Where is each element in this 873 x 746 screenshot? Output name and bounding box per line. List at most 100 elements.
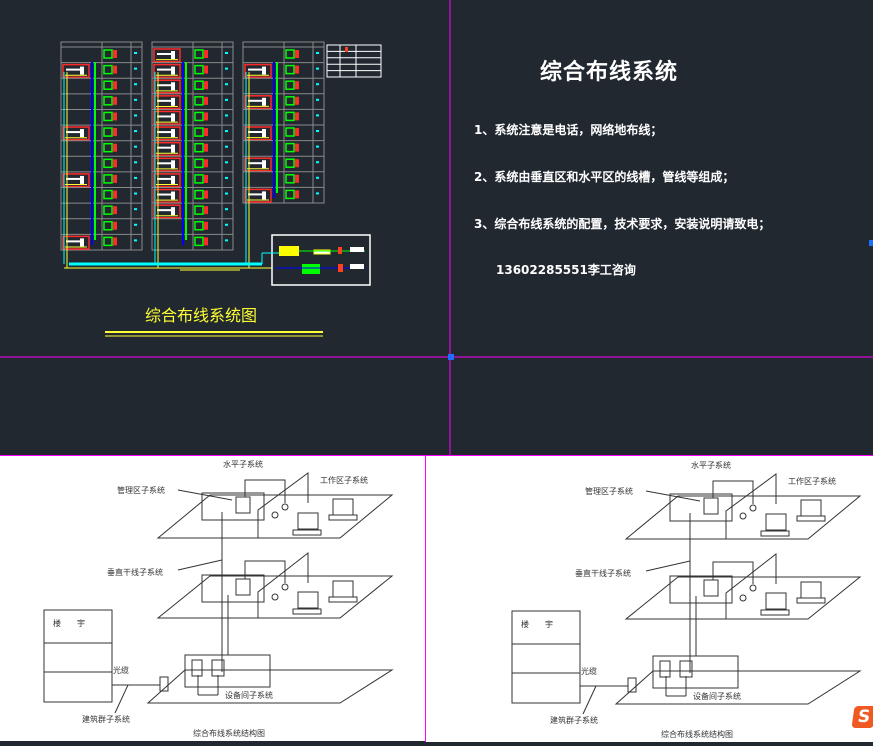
label-mark bbox=[134, 145, 137, 148]
floor-3-partition bbox=[725, 473, 777, 539]
outlet-symbol bbox=[204, 221, 208, 230]
distribution-box bbox=[153, 110, 181, 125]
sogou-s-icon[interactable]: S bbox=[851, 706, 873, 728]
cad-line bbox=[345, 47, 348, 52]
label-mark bbox=[316, 52, 319, 54]
label-mark bbox=[225, 83, 228, 86]
drawing-title: 综合布线系统 bbox=[540, 60, 679, 85]
outlet-symbol bbox=[204, 112, 208, 121]
patch-panel bbox=[262, 66, 266, 75]
computer-2 bbox=[332, 498, 354, 516]
distribution-box bbox=[244, 126, 272, 141]
distribution-box bbox=[244, 63, 272, 78]
patch-panel bbox=[171, 113, 175, 122]
fiber-panel bbox=[627, 677, 637, 693]
label-fiber: 光缆 bbox=[113, 665, 129, 675]
label-mark bbox=[225, 239, 228, 242]
label-backbone: 垂直干线子系统 bbox=[107, 567, 163, 577]
distribution-box bbox=[153, 79, 181, 94]
label-mark bbox=[316, 145, 319, 148]
patch-panel bbox=[262, 129, 266, 137]
admin-rack bbox=[703, 497, 719, 515]
outlet-symbol bbox=[285, 80, 295, 90]
patch-panel bbox=[171, 129, 175, 138]
label-mark bbox=[134, 130, 137, 133]
distribution-box bbox=[62, 126, 90, 141]
distribution-box bbox=[153, 188, 181, 203]
patch-panel bbox=[157, 99, 173, 102]
label-mark bbox=[316, 67, 319, 70]
outlet-symbol bbox=[295, 190, 299, 199]
patch-panel bbox=[157, 193, 173, 196]
label-mark bbox=[134, 161, 137, 164]
patch-panel bbox=[157, 115, 173, 118]
cad-line bbox=[350, 247, 364, 252]
patch bbox=[313, 249, 331, 255]
fiber-panel bbox=[159, 676, 169, 692]
label-mark bbox=[134, 98, 137, 101]
outlet-symbol bbox=[103, 64, 113, 75]
equipment-box bbox=[271, 234, 371, 286]
backbone-rack bbox=[235, 578, 251, 596]
outlet-symbol bbox=[113, 96, 117, 105]
patch-panel bbox=[66, 177, 82, 180]
distribution-box bbox=[153, 157, 181, 172]
distribution-box bbox=[153, 95, 181, 110]
outlet-symbol bbox=[113, 50, 117, 58]
label-equipment: 设备间子系统 bbox=[225, 690, 273, 700]
label-mark bbox=[316, 192, 319, 195]
label-horizontal: 水平子系统 bbox=[223, 459, 263, 469]
switch bbox=[279, 246, 299, 256]
floor-2-wall bbox=[201, 574, 265, 603]
floor-2-plane bbox=[156, 575, 394, 619]
distribution-box bbox=[62, 235, 90, 250]
label-campus: 建筑群子系统 bbox=[82, 714, 130, 724]
cad-model-space[interactable] bbox=[0, 0, 873, 455]
outlet-symbol bbox=[295, 65, 299, 74]
floor-3-plane bbox=[156, 494, 394, 539]
label-mark bbox=[316, 176, 319, 179]
outlet-symbol bbox=[103, 80, 113, 90]
floor-1-plane bbox=[614, 670, 862, 705]
outlet-symbol bbox=[113, 112, 117, 121]
label-mark bbox=[225, 98, 228, 101]
label-mark bbox=[134, 192, 137, 195]
patch-panel bbox=[248, 193, 264, 196]
outlet-symbol bbox=[194, 64, 204, 75]
campus-pointer bbox=[114, 684, 129, 714]
outlet-symbol bbox=[204, 143, 208, 152]
outlet-symbol bbox=[103, 205, 113, 215]
outlet-symbol bbox=[194, 174, 204, 184]
patch-panel bbox=[66, 240, 82, 243]
outlet-symbol bbox=[113, 190, 117, 199]
campus-pointer bbox=[582, 685, 597, 715]
patch-panel bbox=[171, 144, 175, 153]
label-mark bbox=[134, 223, 137, 226]
grip-point-edge[interactable] bbox=[869, 240, 873, 246]
outlet-symbol bbox=[295, 159, 299, 168]
distribution-box bbox=[153, 141, 181, 157]
grip-point[interactable] bbox=[448, 354, 454, 360]
floor-3-wall bbox=[201, 492, 265, 521]
patch-panel bbox=[157, 162, 173, 165]
structure-diagram-left: 水平子系统 管理区子系统 工作区子系统 垂直干线子系统 楼 宇 光缆 设备间子系… bbox=[0, 455, 425, 741]
note-1: 1、系统注意是电话，网络地布线； bbox=[474, 123, 663, 137]
backbone-rack bbox=[703, 579, 719, 597]
outlet-symbol bbox=[295, 81, 299, 90]
distribution-box bbox=[153, 126, 181, 141]
patch-panel bbox=[171, 66, 175, 75]
schematic-title: 综合布线系统图 bbox=[145, 306, 258, 325]
building-box bbox=[43, 609, 113, 703]
distribution-box bbox=[153, 173, 181, 188]
computer-1 bbox=[765, 513, 787, 531]
floor-3-plane bbox=[624, 495, 862, 540]
floor-2-plane bbox=[624, 576, 862, 620]
admin-pointer bbox=[177, 489, 233, 501]
outlet-symbol bbox=[204, 65, 208, 74]
label-admin: 管理区子系统 bbox=[585, 486, 633, 496]
patch-panel bbox=[157, 131, 173, 134]
label-mark bbox=[316, 98, 319, 101]
label-mark bbox=[134, 208, 137, 211]
distribution-box bbox=[153, 63, 181, 78]
label-work-area: 工作区子系统 bbox=[788, 476, 836, 486]
